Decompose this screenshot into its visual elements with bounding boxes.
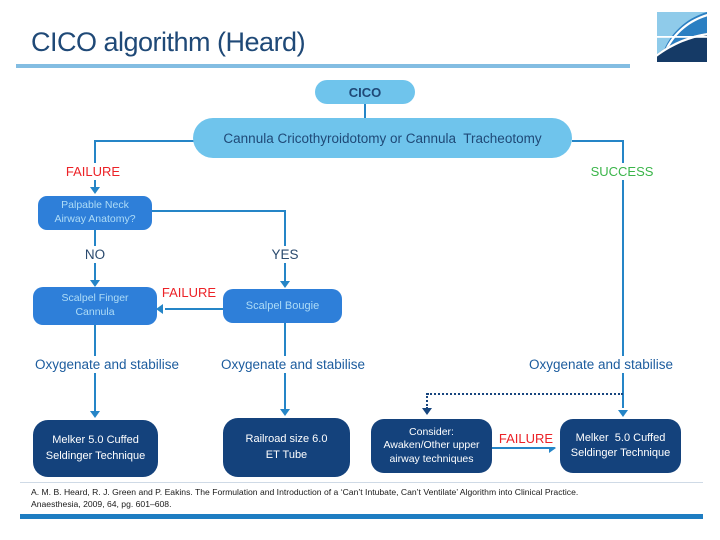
label-success: SUCCESS xyxy=(570,163,674,180)
label-failure-left: FAILURE xyxy=(57,163,129,180)
connector-palpable-yes xyxy=(152,210,286,212)
node-scalpel-bougie: Scalpel Bougie xyxy=(223,289,342,323)
connector-consider-to-melker xyxy=(492,447,550,449)
footer-accent-bar xyxy=(20,514,703,519)
node-cico-label: CICO xyxy=(348,84,382,100)
title-underline xyxy=(16,64,630,68)
arrowhead-down-icon xyxy=(280,409,290,416)
arrowhead-down-icon xyxy=(90,280,100,287)
node-cico: CICO xyxy=(315,80,415,104)
arrowhead-down-icon xyxy=(618,410,628,417)
node-melker-right: Melker 5.0 Cuffed Seldinger Technique xyxy=(560,419,681,473)
node-scalpel-finger-cannula: Scalpel Finger Cannula xyxy=(33,287,157,325)
node-palpable-neck: Palpable Neck Airway Anatomy? xyxy=(38,196,152,230)
node-consider-awaken: Consider: Awaken/Other upper airway tech… xyxy=(371,419,492,473)
label-no: NO xyxy=(74,246,116,263)
citation-line-1: A. M. B. Heard, R. J. Green and P. Eakin… xyxy=(31,487,579,497)
arrowhead-down-icon xyxy=(280,281,290,288)
label-failure-mid: FAILURE xyxy=(157,284,221,301)
arrowhead-right-icon xyxy=(549,443,556,453)
arrowhead-down-icon xyxy=(90,187,100,194)
node-cannula-label: Cannula Cricothyroidotomy or Cannula Tra… xyxy=(223,130,542,146)
arrowhead-left-icon xyxy=(156,304,163,314)
page-title: CICO algorithm (Heard) xyxy=(31,27,306,57)
connector-success-down xyxy=(622,140,624,408)
node-cannula-cricothyroidotomy: Cannula Cricothyroidotomy or Cannula Tra… xyxy=(193,118,572,158)
connector-cico-to-cannula xyxy=(364,104,366,119)
node-railroad-et-tube: Railroad size 6.0 ET Tube xyxy=(223,418,350,477)
label-oxygenate-left: Oxygenate and stabilise xyxy=(28,356,186,373)
connector-dotted-vertical xyxy=(426,393,428,409)
citation-line-2: Anaesthesia, 2009, 64, pg. 601–608. xyxy=(31,499,172,510)
node-melker-left: Melker 5.0 Cuffed Seldinger Technique xyxy=(33,420,158,477)
label-failure-bottom: FAILURE xyxy=(494,430,558,447)
connector-yes-down xyxy=(284,210,286,281)
footer-hairline xyxy=(20,482,703,483)
arrowhead-down-icon xyxy=(90,411,100,418)
label-oxygenate-right: Oxygenate and stabilise xyxy=(522,356,680,373)
label-yes: YES xyxy=(264,246,306,263)
label-oxygenate-mid: Oxygenate and stabilise xyxy=(214,356,372,373)
brand-logo-icon xyxy=(657,12,707,62)
connector-cannula-left xyxy=(94,140,194,142)
arrowhead-down-icon xyxy=(422,408,432,415)
connector-dotted-horizontal xyxy=(427,393,623,395)
citation-text: A. M. B. Heard, R. J. Green and P. Eakin… xyxy=(31,486,696,511)
connector-cannula-right xyxy=(572,140,624,142)
connector-bougie-to-finger xyxy=(165,308,223,310)
